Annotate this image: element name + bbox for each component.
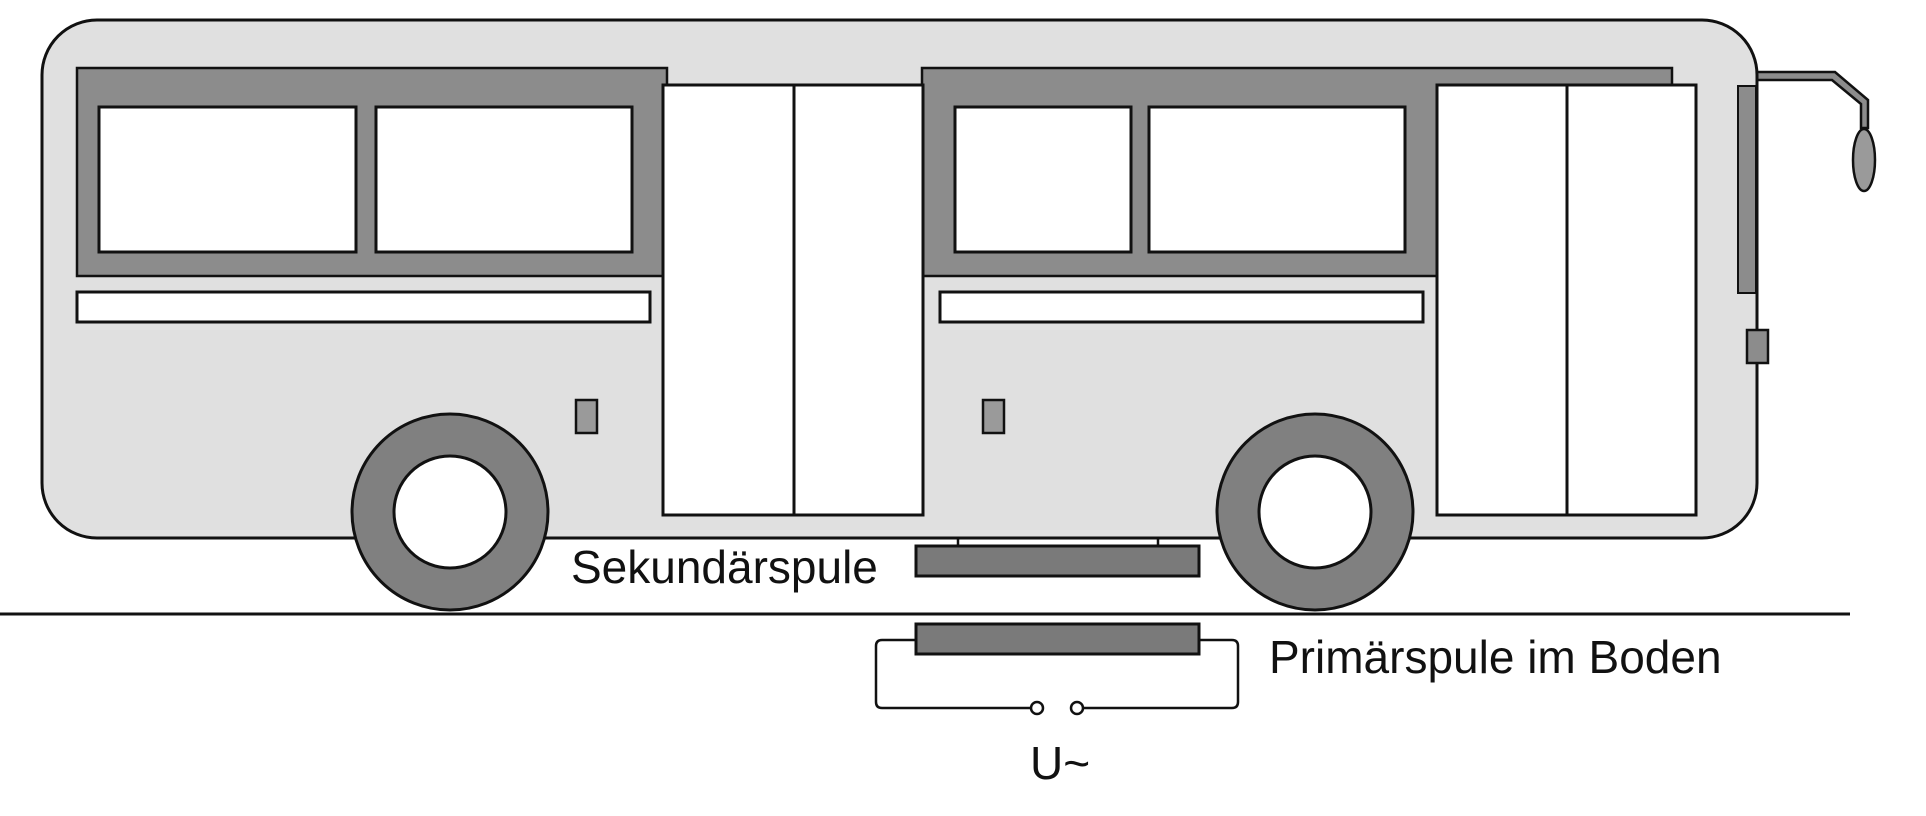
middle-door-left-leaf	[661, 83, 796, 517]
rear-wheel	[350, 412, 550, 612]
side-mirror	[1750, 70, 1877, 193]
middle-door-right-leaf	[792, 83, 925, 517]
primary-circuit-wire-right	[1083, 638, 1240, 710]
secondary-coil	[914, 544, 1201, 578]
window-4	[1147, 105, 1407, 254]
window-1	[97, 105, 358, 254]
front-hub	[1257, 454, 1373, 570]
front-light	[1745, 328, 1770, 365]
side-marker-left	[574, 398, 599, 435]
front-door-left-leaf	[1435, 83, 1569, 517]
voltage-label: U~	[1030, 737, 1090, 789]
front-door-right-leaf	[1565, 83, 1698, 517]
window-3	[953, 105, 1133, 254]
terminal-right	[1069, 700, 1085, 716]
mirror-glass	[1851, 127, 1877, 193]
front-door	[1435, 83, 1698, 517]
side-marker-right	[981, 398, 1006, 435]
side-strip-left	[75, 290, 652, 324]
primary-coil-label: Primärspule im Boden	[1269, 631, 1722, 683]
primary-coil	[914, 622, 1201, 656]
windshield-strip	[1737, 85, 1757, 294]
terminal-left	[1029, 700, 1045, 716]
rear-hub	[392, 454, 508, 570]
middle-door	[661, 83, 925, 517]
primary-circuit-wire-left	[874, 638, 1031, 710]
side-strip-right	[938, 290, 1425, 324]
front-wheel	[1215, 412, 1415, 612]
secondary-coil-label: Sekundärspule	[571, 541, 878, 593]
window-2	[374, 105, 634, 254]
mirror-arm	[1750, 70, 1870, 130]
